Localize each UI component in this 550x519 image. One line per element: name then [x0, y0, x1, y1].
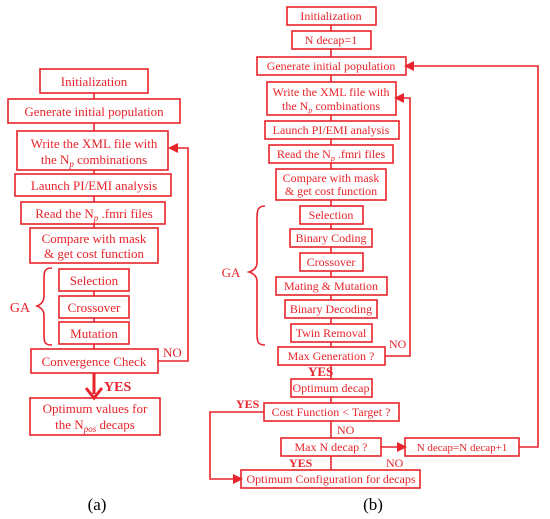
b-max-n-decap-label: Max N decap ?	[295, 440, 368, 454]
a-launch-box	[14, 173, 172, 197]
a-ga-brace	[34, 267, 53, 346]
b-generate-label: Generate initial population	[267, 59, 396, 73]
b-selection-label: Selection	[309, 208, 354, 222]
b-yes-gen-label: YES	[308, 364, 333, 379]
panel-a: Initialization Generate initial populati…	[7, 68, 189, 514]
b-yes-cost-label: YES	[236, 397, 260, 411]
a-compare-line2: & get cost function	[44, 246, 145, 261]
b-no-cost-label: NO	[337, 423, 355, 437]
a-optimum-box	[29, 397, 161, 436]
b-compare-line2: & get cost function	[285, 184, 377, 198]
a-read-box	[20, 201, 166, 225]
a-optimum-line2: the Npos decaps	[55, 417, 135, 434]
b-ga-label: GA	[222, 265, 241, 280]
a-read-label: Read the Np .fmri files	[35, 206, 153, 223]
a-yes-label: YES	[104, 380, 131, 395]
a-write-xml-line1: Write the XML file with	[31, 136, 158, 151]
b-increment-loop-arrow	[404, 61, 539, 448]
a-initialization-label: Initialization	[61, 74, 128, 89]
a-selection-label: Selection	[70, 273, 119, 288]
b-optimum-decap-label: Optimum decap	[293, 381, 370, 395]
a-compare-line1: Compare with mask	[42, 231, 147, 246]
b-no-gen-label: NO	[389, 337, 407, 351]
b-compare-box	[275, 168, 387, 201]
b-binary-coding-label: Binary Coding	[296, 231, 367, 245]
b-n-decap-label: N decap=1	[305, 33, 357, 47]
b-write-xml-line1: Write the XML file with	[272, 85, 389, 99]
a-loop-arrow	[158, 143, 189, 362]
a-yes-arrowhead	[84, 387, 104, 401]
b-binary-decoding-label: Binary Decoding	[290, 302, 372, 316]
b-write-xml-line2: the Np combinations	[282, 99, 380, 115]
a-crossover-label: Crossover	[68, 300, 121, 315]
b-no-max-label: NO	[386, 456, 404, 470]
b-cost-yes-arrow	[209, 411, 264, 484]
a-ga-label: GA	[10, 301, 31, 316]
a-optimum-line1: Optimum values for	[43, 401, 148, 416]
b-twin-removal-label: Twin Removal	[296, 326, 367, 340]
b-yes-max-label: YES	[289, 456, 313, 470]
b-read-label: Read the Np .fmri files	[277, 147, 386, 163]
a-no-label: NO	[163, 345, 182, 360]
b-increment-label: N decap=N decap+1	[417, 442, 508, 454]
b-caption: (b)	[363, 495, 383, 514]
b-launch-box	[264, 120, 400, 140]
b-crossover-label: Crossover	[307, 255, 356, 269]
b-mating-label: Mating & Mutation	[284, 279, 378, 293]
b-initialization-label: Initialization	[300, 9, 361, 23]
a-mutation-label: Mutation	[70, 326, 118, 341]
b-compare-line1: Compare with mask	[283, 171, 380, 185]
a-write-xml-line2: the Np combinations	[41, 152, 147, 169]
b-launch-label: Launch PI/EMI analysis	[273, 123, 390, 137]
b-max-generation-label: Max Generation ?	[288, 349, 375, 363]
b-cost-function-label: Cost Function < Target ?	[272, 405, 391, 419]
a-write-xml-box	[16, 130, 169, 171]
a-convergence-label: Convergence Check	[42, 354, 147, 369]
a-generate-label: Generate initial population	[24, 104, 164, 119]
panel-b: Initialization N decap=1 Generate initia…	[209, 6, 539, 514]
b-ga-brace	[246, 205, 266, 346]
b-gen-loop-arrow	[385, 93, 411, 357]
a-launch-label: Launch PI/EMI analysis	[31, 178, 157, 193]
a-caption: (a)	[88, 495, 107, 514]
b-optimum-config-label: Optimum Configuration for decaps	[247, 472, 416, 486]
